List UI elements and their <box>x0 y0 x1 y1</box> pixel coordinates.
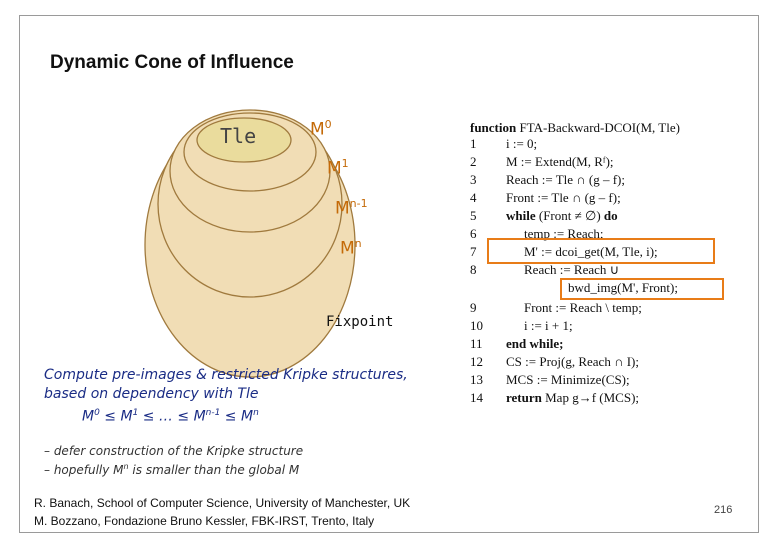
line-code: Front := Reach \ temp; <box>524 300 642 315</box>
algorithm-line: 11 end while; <box>470 336 563 354</box>
line-number: 11 <box>470 336 483 351</box>
page-number: 216 <box>714 504 733 516</box>
mn-label: Mn <box>340 237 362 259</box>
credits-line1: R. Banach, School of Computer Science, U… <box>34 496 411 510</box>
algorithm-line: 1 i := 0; <box>470 136 537 154</box>
algorithm-line: 7 M' := dcoi_get(M, Tle, i); <box>470 244 658 262</box>
chain-line: M0 ≤ M1 ≤ … ≤ Mn-1 ≤ Mn <box>82 408 259 425</box>
highlight-bwd-img <box>560 278 724 300</box>
algorithm-line: 12 CS := Proj(g, Reach ∩ I); <box>470 354 639 372</box>
line-number: 3 <box>470 172 477 187</box>
compute-line2: based on dependency with Tle <box>44 386 259 402</box>
compute-line1: Compute pre-images & restricted Kripke s… <box>44 367 408 383</box>
line-number: 14 <box>470 390 483 405</box>
fixpoint-label: Fixpoint <box>326 314 394 330</box>
line-code: MCS := Minimize(CS); <box>506 372 630 387</box>
line-code: temp := Reach; <box>524 226 604 241</box>
line-code: return Map g→f (MCS); <box>506 390 640 405</box>
slide-frame <box>19 15 759 533</box>
line-code: Reach := Reach ∪ <box>524 262 620 277</box>
mn1-label: Mn-1 <box>335 197 368 219</box>
cone-tle <box>196 117 292 163</box>
algorithm-header: function FTA-Backward-DCOI(M, Tle) <box>470 120 680 135</box>
algorithm-line: 3 Reach := Tle ∩ (g – f); <box>470 172 625 190</box>
defer-note: – defer construction of the Kripke struc… <box>44 444 304 458</box>
line-code: while (Front ≠ ∅) do <box>506 208 618 223</box>
line-number: 12 <box>470 354 483 369</box>
line-number: 10 <box>470 318 483 333</box>
highlight-dcoi-get <box>487 238 715 264</box>
credits-line2: M. Bozzano, Fondazione Bruno Kessler, FB… <box>34 514 375 528</box>
tle-label: Tle <box>220 124 257 148</box>
hopefully-note: – hopefully Mn is smaller than the globa… <box>44 462 300 477</box>
line-number: 1 <box>470 136 477 151</box>
line-code: M' := dcoi_get(M, Tle, i); <box>524 244 658 259</box>
algorithm-line: 2 M := Extend(M, Rᶠ); <box>470 154 614 172</box>
algorithm-line: bwd_img(M', Front); <box>470 280 678 298</box>
line-number: 9 <box>470 300 477 315</box>
line-number: 13 <box>470 372 483 387</box>
algorithm-line: 13 MCS := Minimize(CS); <box>470 372 630 390</box>
line-code: CS := Proj(g, Reach ∩ I); <box>506 354 639 369</box>
algorithm-line: 4 Front := Tle ∩ (g – f); <box>470 190 621 208</box>
line-code: Reach := Tle ∩ (g – f); <box>506 172 625 187</box>
line-code: i := i + 1; <box>524 318 573 333</box>
credits: R. Banach, School of Computer Science, U… <box>34 494 410 530</box>
algorithm-line: 8 Reach := Reach ∪ <box>470 262 619 280</box>
line-number: 7 <box>470 244 477 259</box>
algorithm-line: 5 while (Front ≠ ∅) do <box>470 208 618 226</box>
line-number: 2 <box>470 154 477 169</box>
slide-title: Dynamic Cone of Influence <box>50 52 294 73</box>
compute-note: Compute pre-images & restricted Kripke s… <box>44 366 408 427</box>
algorithm-line: 14 return Map g→f (MCS); <box>470 390 639 408</box>
algorithm-line: 6 temp := Reach; <box>470 226 604 244</box>
m1-label: M1 <box>327 157 349 179</box>
line-code: end while; <box>506 336 564 351</box>
line-code: bwd_img(M', Front); <box>568 280 678 295</box>
line-code: i := 0; <box>506 136 538 151</box>
algorithm-line: 9 Front := Reach \ temp; <box>470 300 642 318</box>
line-code: Front := Tle ∩ (g – f); <box>506 190 621 205</box>
line-number: 4 <box>470 190 477 205</box>
line-number: 8 <box>470 262 477 277</box>
line-number: 6 <box>470 226 477 241</box>
m0-label: M0 <box>310 118 332 140</box>
line-code: M := Extend(M, Rᶠ); <box>506 154 614 169</box>
algorithm-line: 10 i := i + 1; <box>470 318 573 336</box>
line-number: 5 <box>470 208 477 223</box>
